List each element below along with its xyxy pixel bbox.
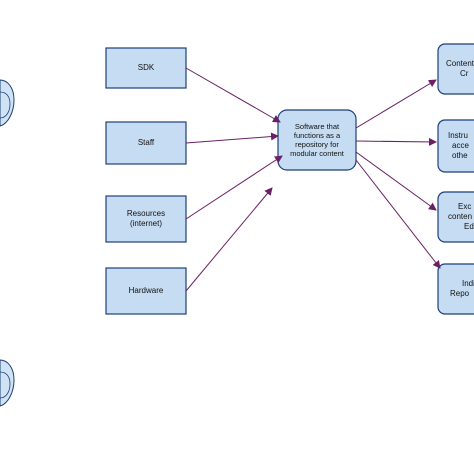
input-label-hardware: Hardware <box>128 286 164 295</box>
output-label-4: Indi Repo <box>440 264 474 314</box>
center-line-2: functions as a <box>293 131 341 140</box>
partial-shape-bottom-left <box>0 359 15 407</box>
output-2-line-2: acce <box>452 141 469 150</box>
output-label-2: Instru acce othe <box>440 120 474 172</box>
arrow-staff-to-center <box>185 132 279 144</box>
output-label-1: Content Cr <box>440 44 474 94</box>
output-2-line-3: othe <box>452 151 468 160</box>
arrow-center-to-output-1 <box>355 79 437 129</box>
center-line-1: Software that <box>294 122 340 131</box>
arrow-center-to-output-3 <box>355 151 437 211</box>
input-label-sdk: SDK <box>137 63 155 72</box>
input-box-staff <box>105 121 187 165</box>
center-line-3: repository for <box>295 140 339 149</box>
arrow-center-to-output-4 <box>355 159 441 269</box>
output-4-line-1: Indi <box>462 279 474 288</box>
output-3-line-2: conten <box>448 212 473 221</box>
output-box-2 <box>437 119 474 173</box>
arrow-hardware-to-center <box>185 187 273 292</box>
output-box-4 <box>437 263 474 315</box>
arrow-sdk-to-center <box>185 67 281 123</box>
output-label-3: Exc conten Ed <box>440 192 474 242</box>
output-3-line-1: Exc <box>458 202 472 211</box>
output-1-line-1: Content <box>446 59 474 68</box>
input-label-staff: Staff <box>137 138 155 147</box>
partial-shape-top-left <box>0 79 15 127</box>
output-4-line-2: Repo <box>450 289 470 298</box>
input-label-resources: Resources (internet) <box>126 209 166 228</box>
input-box-sdk <box>105 47 187 89</box>
arrow-center-to-output-2 <box>355 137 437 146</box>
output-2-line-1: Instru <box>448 131 469 140</box>
center-label: Software that functions as a repository … <box>278 110 356 170</box>
arrow-resources-to-center <box>185 155 283 220</box>
output-box-1 <box>437 43 474 95</box>
center-line-4: modular content <box>290 149 344 158</box>
input-box-resources <box>105 195 187 243</box>
output-1-line-2: Cr <box>460 69 469 78</box>
output-3-line-3: Ed <box>464 222 474 231</box>
output-box-3 <box>437 191 474 243</box>
